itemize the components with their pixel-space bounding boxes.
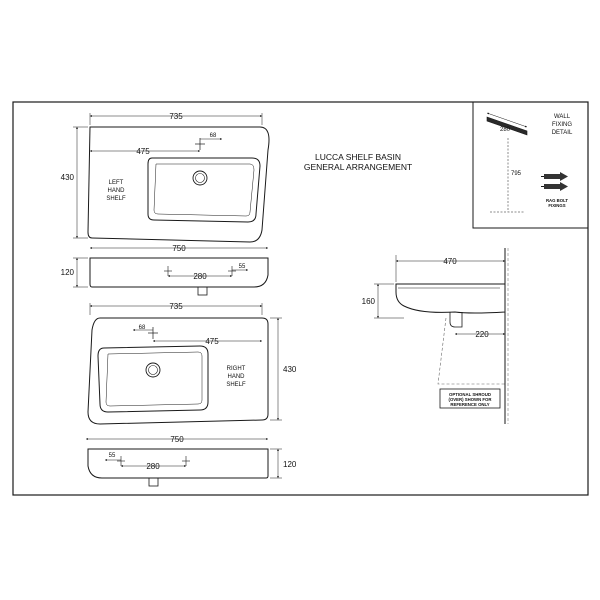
- right-width-bottom-dim: 750: [170, 435, 184, 444]
- right-shelf-label-1: RIGHT: [227, 366, 246, 372]
- right-width-top-dim: 735: [169, 302, 183, 311]
- right-height-dim: 430: [283, 365, 297, 374]
- right-depth-dim: 120: [283, 460, 297, 469]
- wall-fixing-title-2: FIXING: [552, 122, 572, 128]
- right-shelf-front: 750 280 55 120: [86, 435, 297, 487]
- left-shelf-label-2: HAND: [107, 188, 125, 194]
- right-basin-offset-dim: 475: [205, 337, 219, 346]
- right-hole-spacing-dim: 280: [146, 462, 160, 471]
- right-shelf-label-2: HAND: [227, 374, 245, 380]
- left-width-top-dim: 735: [169, 112, 183, 121]
- right-shelf-plan: 735 68 475 430 RIGHT HAND SHELF: [87, 302, 297, 425]
- side-waste-offset-dim: 220: [475, 330, 489, 339]
- shroud-note-3: REFERENCE ONLY: [450, 402, 489, 407]
- right-basin-bowl: [97, 345, 209, 413]
- fixing-drop-dim: 795: [511, 171, 522, 177]
- side-height-dim: 160: [362, 297, 376, 306]
- side-elevation: 470 160 220 OPTIONAL SHROUD (OVER) SHOWN…: [362, 248, 509, 424]
- rag-bolt-2: [541, 182, 568, 191]
- shroud-note-2: (OVER) SHOWN FOR: [449, 397, 493, 402]
- left-hole-offset-dim: 55: [239, 264, 246, 270]
- left-shelf-label-1: LEFT: [109, 180, 124, 186]
- rag-bolt-1: [541, 172, 568, 181]
- right-hole-offset-dim: 55: [109, 453, 116, 459]
- right-waste-outlet: [145, 362, 161, 378]
- wall-fixing-title-1: WALL: [554, 114, 571, 120]
- side-basin-profile: [395, 283, 506, 314]
- wall-fixing-title-3: DETAIL: [552, 130, 573, 136]
- left-tap-hole: [195, 138, 205, 150]
- fixing-bar-dim: 280: [500, 127, 511, 133]
- optional-shroud: [437, 317, 505, 385]
- left-shelf-outline: [87, 126, 270, 243]
- rag-bolt-label-1: RAG BOLT: [546, 198, 568, 203]
- drawing-border: [12, 101, 589, 496]
- left-shelf-label-3: SHELF: [106, 196, 126, 202]
- right-front-outline: [87, 448, 269, 479]
- left-waste-outlet: [192, 170, 208, 186]
- drawing-title-line-2: GENERAL ARRANGEMENT: [304, 162, 412, 172]
- rag-bolt-label-2: FIXINGS: [548, 203, 565, 208]
- side-projection-dim: 470: [443, 257, 457, 266]
- right-shelf-outline: [87, 317, 269, 425]
- right-tap-hole: [148, 327, 158, 339]
- left-depth-dim: 120: [61, 268, 75, 277]
- drawing-title-line-1: LUCCA SHELF BASIN: [315, 152, 401, 162]
- shroud-note-box: [439, 388, 501, 409]
- left-front-waste: [197, 286, 208, 296]
- left-basin-bowl: [147, 157, 261, 223]
- right-tap-offset-dim: 68: [139, 325, 146, 331]
- wall-fixing-detail: 280 795 WALL FIXING DETAIL RAG BOLT FIXI…: [472, 101, 589, 229]
- left-shelf-plan: 735 68 475 430 LEFT HAND SHELF: [61, 112, 270, 243]
- left-width-bottom-dim: 750: [172, 244, 186, 253]
- left-hole-spacing-dim: 280: [193, 272, 207, 281]
- left-shelf-front: 750 280 55 120: [61, 244, 269, 296]
- right-shelf-label-3: SHELF: [226, 382, 246, 388]
- shroud-note-1: OPTIONAL SHROUD: [449, 392, 491, 397]
- side-waste-trap: [449, 312, 463, 328]
- right-front-waste: [148, 477, 159, 487]
- wall-fixing-frame: [472, 101, 589, 229]
- left-basin-offset-dim: 475: [136, 147, 150, 156]
- left-tap-offset-dim: 68: [210, 133, 217, 139]
- left-height-dim: 430: [61, 173, 75, 182]
- left-front-outline: [89, 257, 269, 288]
